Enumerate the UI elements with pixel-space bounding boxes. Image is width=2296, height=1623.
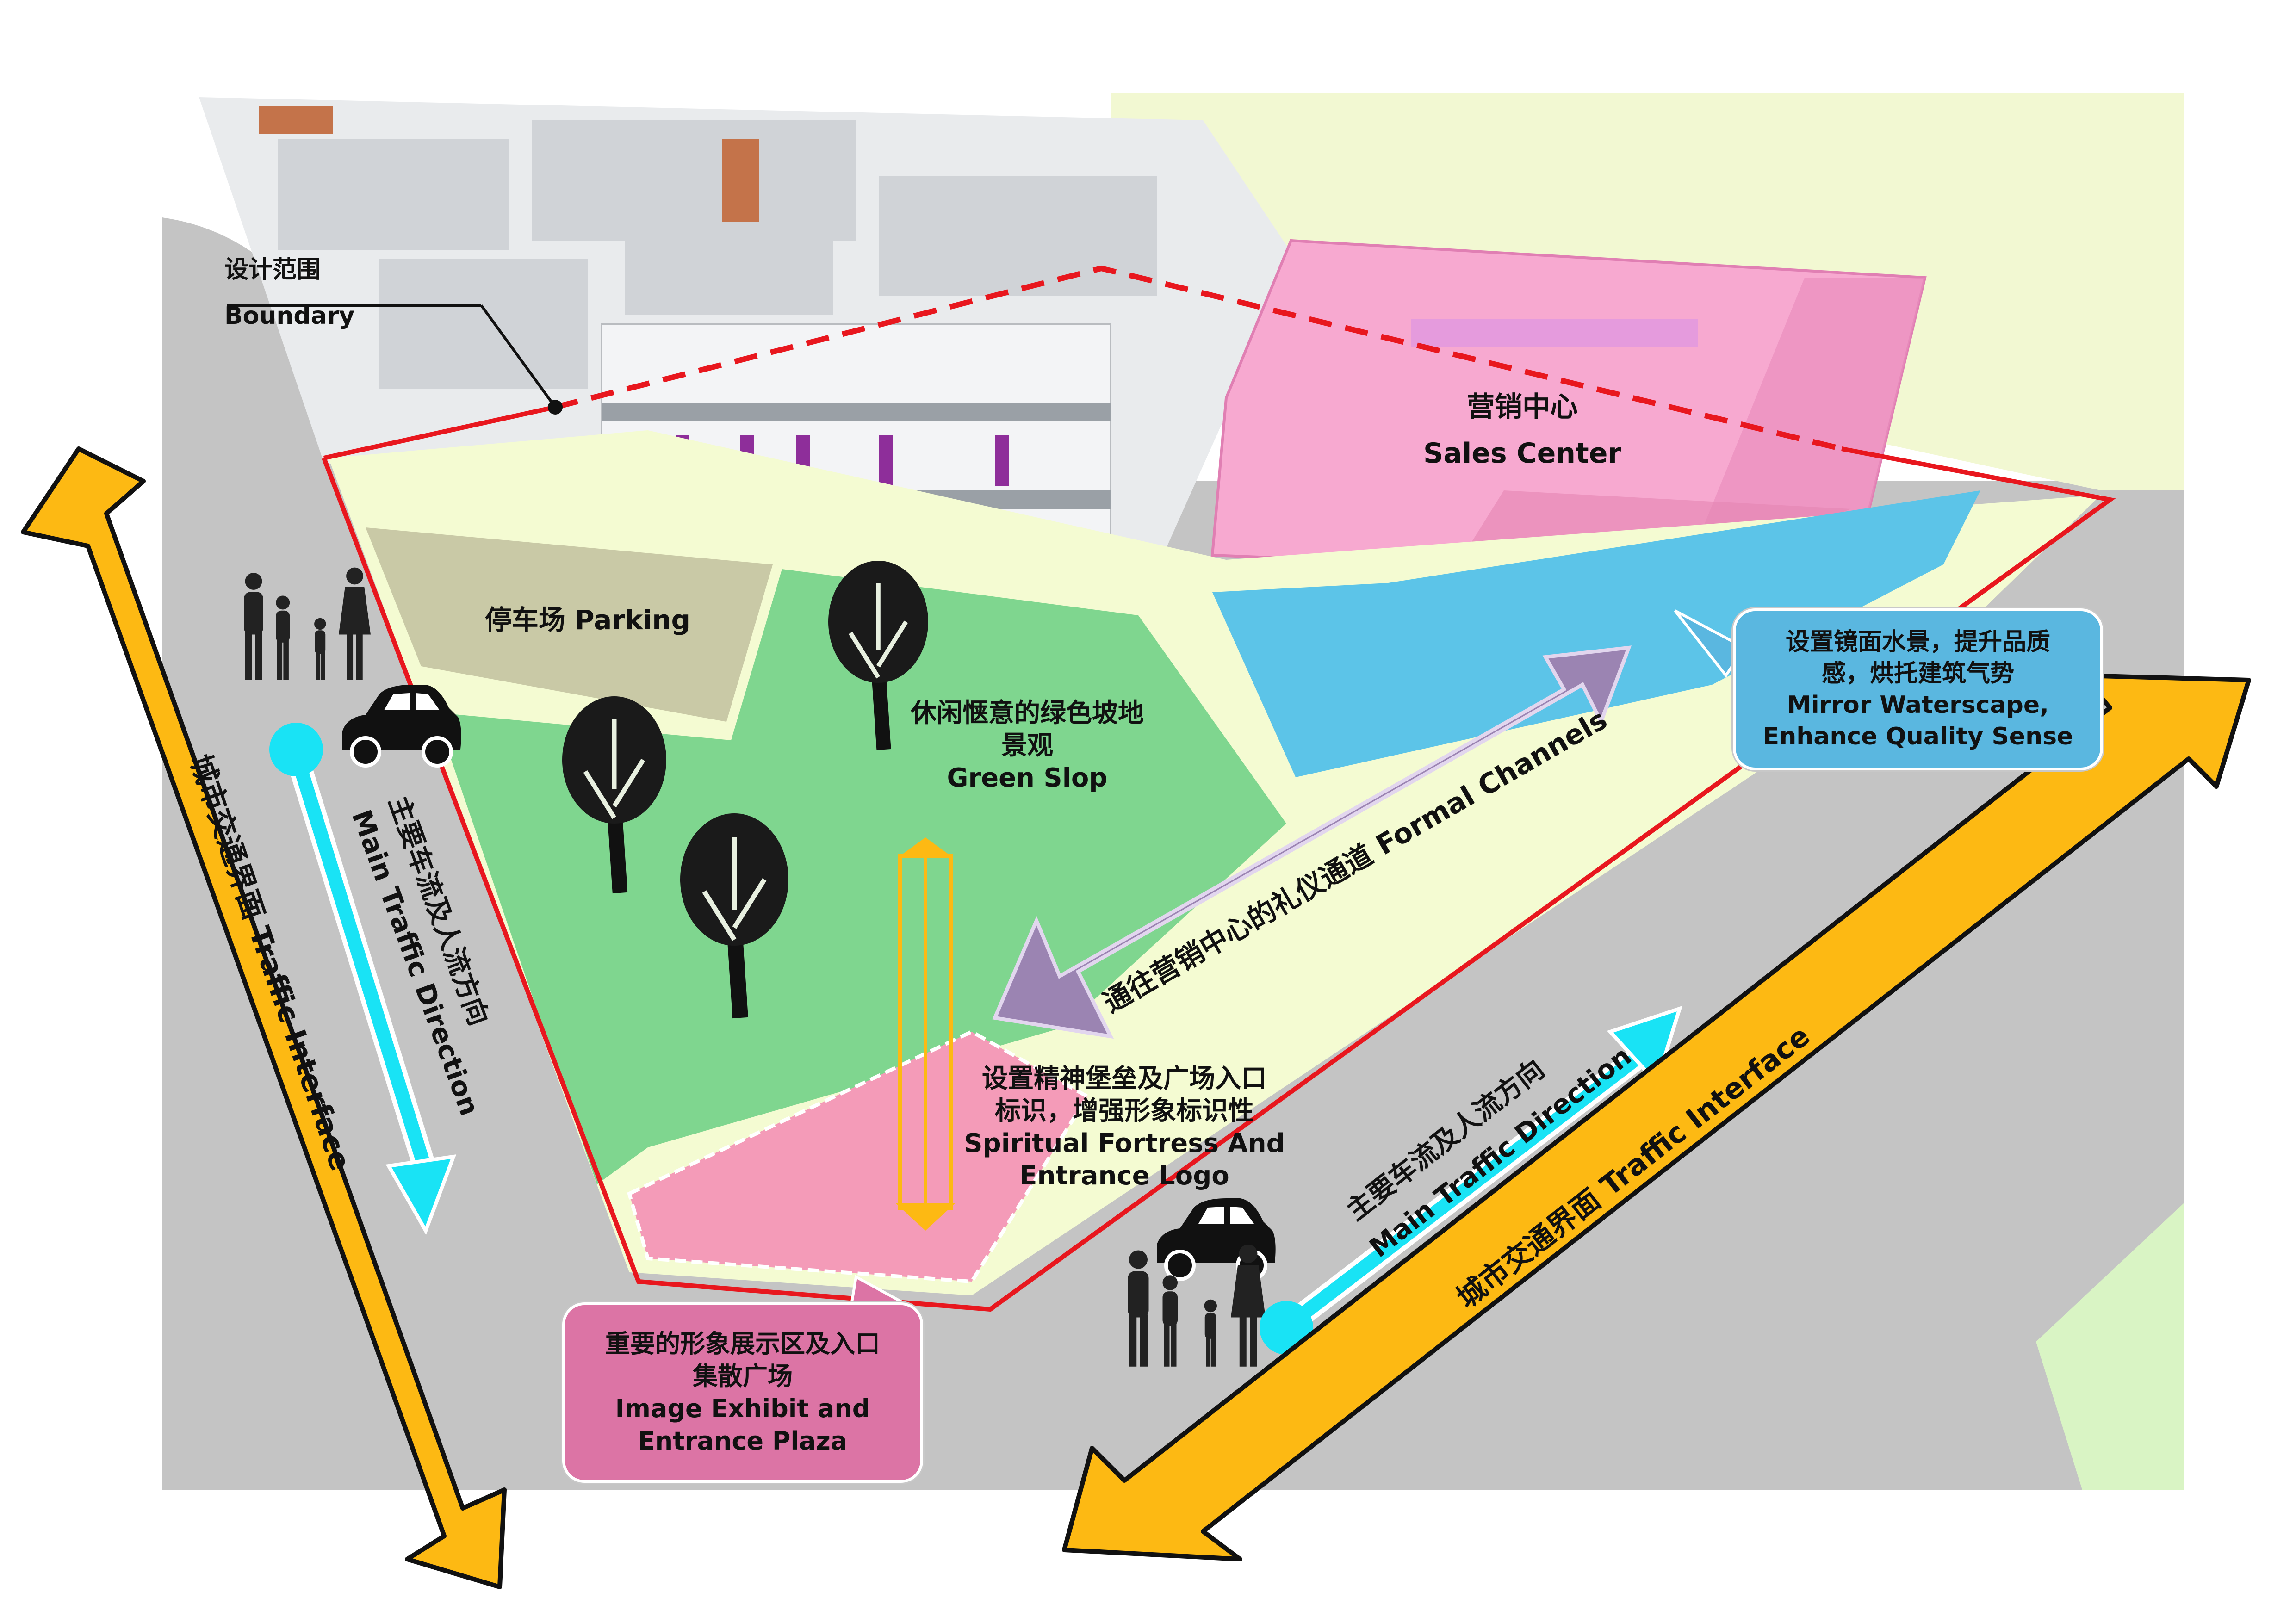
traffic-direction-arrow-left xyxy=(269,723,457,1235)
plaza-callout-cn2: 集散广场 xyxy=(693,1362,793,1391)
fortress-label-en2: Entrance Logo xyxy=(1019,1161,1229,1191)
mirror-callout: 设置镜面水景，提升品质 感，烘托建筑气势 Mirror Waterscape, … xyxy=(1733,608,2103,770)
boundary-label-en: Boundary xyxy=(224,302,354,330)
mirror-callout-en2: Enhance Quality Sense xyxy=(1762,723,2073,750)
sales-center-label-en: Sales Center xyxy=(1423,437,1621,470)
water-feature xyxy=(1212,490,1980,777)
fortress-label-cn2: 标识，增强形象标识性 xyxy=(995,1096,1254,1126)
plaza-callout-cn1: 重要的形象展示区及入口 xyxy=(605,1329,880,1358)
sales-center-label-cn: 营销中心 xyxy=(1467,391,1578,423)
fortress-label-en1: Spiritual Fortress And xyxy=(964,1128,1285,1158)
spiritual-fortress-marker xyxy=(895,837,956,1231)
lower-right-strip xyxy=(2036,1203,2184,1490)
mirror-callout-cn1: 设置镜面水景，提升品质 xyxy=(1785,628,2050,656)
site-boundary xyxy=(227,265,2116,1312)
green-slope-label-cn2: 景观 xyxy=(1001,731,1053,761)
parking-label: 停车场 Parking xyxy=(485,604,690,636)
plaza-callout-en2: Entrance Plaza xyxy=(638,1426,848,1456)
green-slope-label-en: Green Slop xyxy=(947,763,1108,793)
green-slope-label-cn1: 休闲惬意的绿色坡地 xyxy=(910,698,1144,728)
fortress-label-cn1: 设置精神堡垒及广场入口 xyxy=(982,1064,1267,1094)
green-slope-zone xyxy=(435,569,1286,1184)
plaza-callout: 重要的形象展示区及入口 集散广场 Image Exhibit and Entra… xyxy=(562,1302,923,1483)
boundary-label-cn: 设计范围 xyxy=(224,256,321,284)
plaza-callout-en1: Image Exhibit and xyxy=(615,1394,870,1423)
entrance-plaza-zone xyxy=(627,1029,1090,1284)
mirror-callout-en1: Mirror Waterscape, xyxy=(1787,691,2049,719)
parking-zone xyxy=(366,527,773,722)
mirror-callout-cn2: 感，烘托建筑气势 xyxy=(1821,660,2014,688)
